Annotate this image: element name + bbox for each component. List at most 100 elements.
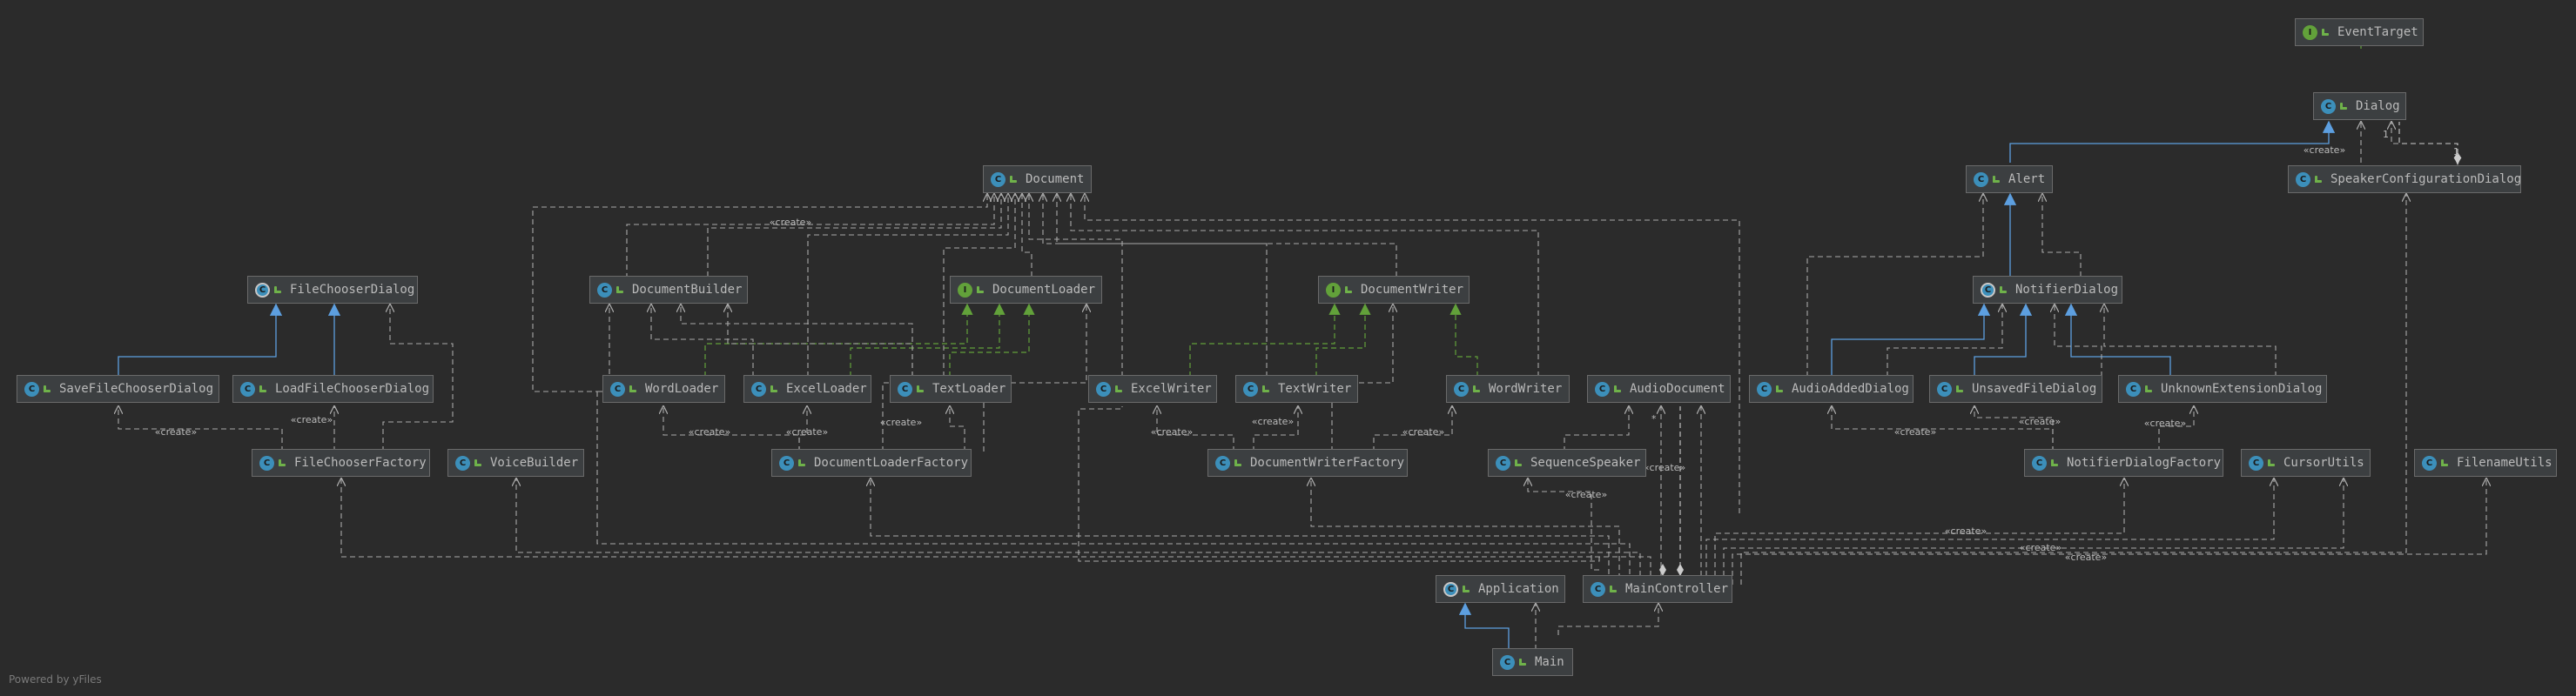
class-name: VoiceBuilder bbox=[490, 456, 579, 470]
class-node-speakerconfigurationdialog[interactable]: C SpeakerConfigurationDialog bbox=[2288, 165, 2521, 193]
create-label: «create» bbox=[2020, 542, 2061, 553]
class-icon: C bbox=[991, 171, 1006, 187]
create-label: «create» bbox=[155, 426, 197, 438]
multiplicity-label: 1 bbox=[2453, 146, 2459, 157]
public-visibility-icon bbox=[1614, 385, 1621, 392]
implements-edges bbox=[704, 23, 2367, 377]
class-icon: C bbox=[779, 455, 794, 471]
create-label: «create» bbox=[2304, 144, 2345, 156]
public-visibility-icon bbox=[1463, 586, 1470, 592]
class-icon: C bbox=[2321, 98, 2336, 114]
multiplicity-label: * bbox=[1651, 413, 1657, 425]
public-visibility-icon bbox=[1473, 385, 1480, 392]
public-visibility-icon bbox=[616, 286, 623, 293]
create-label: «create» bbox=[1565, 489, 1607, 500]
class-name: TextLoader bbox=[932, 382, 1006, 396]
class-name: ExcelWriter bbox=[1131, 382, 1212, 396]
public-visibility-icon bbox=[798, 459, 805, 466]
class-name: DocumentWriterFactory bbox=[1250, 456, 1405, 470]
class-icon: C bbox=[1937, 381, 1952, 397]
interface-icon: I bbox=[2303, 24, 2317, 40]
abstract-class-icon: C bbox=[255, 282, 270, 298]
public-visibility-icon bbox=[1993, 176, 2000, 183]
class-name: WordLoader bbox=[645, 382, 719, 396]
public-visibility-icon bbox=[629, 385, 636, 392]
class-name: AudioAddedDialog bbox=[1792, 382, 1909, 396]
class-name: SpeakerConfigurationDialog bbox=[2331, 172, 2522, 186]
public-visibility-icon bbox=[1776, 385, 1783, 392]
class-name: Alert bbox=[2008, 172, 2046, 186]
public-visibility-icon bbox=[2000, 286, 2007, 293]
create-label: «create» bbox=[1252, 416, 1294, 427]
public-visibility-icon bbox=[2441, 459, 2448, 466]
public-visibility-icon bbox=[279, 459, 286, 466]
create-label: «create» bbox=[291, 414, 333, 425]
class-name: SequenceSpeaker bbox=[1530, 456, 1641, 470]
class-icon: C bbox=[1591, 581, 1605, 597]
class-name: FileChooserFactory bbox=[294, 456, 427, 470]
public-visibility-icon bbox=[1115, 385, 1122, 392]
public-visibility-icon bbox=[2145, 385, 2152, 392]
create-label: «create» bbox=[786, 426, 828, 438]
public-visibility-icon bbox=[274, 286, 281, 293]
class-icon: C bbox=[1595, 381, 1610, 397]
public-visibility-icon bbox=[1010, 176, 1017, 183]
class-node-eventtarget[interactable]: I EventTarget bbox=[2295, 18, 2424, 46]
class-name: Main bbox=[1535, 655, 1564, 669]
class-node-filechooserdialog[interactable]: C FileChooserDialog bbox=[247, 276, 418, 304]
abstract-class-icon: C bbox=[1443, 581, 1458, 597]
class-name: DocumentLoader bbox=[992, 283, 1096, 297]
public-visibility-icon bbox=[44, 385, 50, 392]
create-label: «create» bbox=[2144, 418, 2186, 429]
public-visibility-icon bbox=[2340, 103, 2347, 110]
class-icon: C bbox=[2296, 171, 2310, 187]
class-name: FileChooserDialog bbox=[290, 283, 415, 297]
class-name: UnsavedFileDialog bbox=[1972, 382, 2097, 396]
class-icon: C bbox=[2032, 455, 2047, 471]
class-node-unsavedfiledialog[interactable]: C UnsavedFileDialog bbox=[1929, 375, 2102, 403]
class-name: TextWriter bbox=[1278, 382, 1352, 396]
class-name: EventTarget bbox=[2337, 25, 2418, 39]
public-visibility-icon bbox=[770, 385, 777, 392]
class-name: LoadFileChooserDialog bbox=[275, 382, 430, 396]
public-visibility-icon bbox=[1262, 385, 1269, 392]
edge-labels: «create» «create» «create» «create» «cre… bbox=[155, 129, 2459, 563]
abstract-class-icon: C bbox=[1981, 282, 1995, 298]
create-label: «create» bbox=[2065, 552, 2107, 563]
create-label: «create» bbox=[2019, 416, 2061, 427]
class-name: FilenameUtils bbox=[2457, 456, 2552, 470]
public-visibility-icon bbox=[1345, 286, 1352, 293]
create-label: «create» bbox=[1945, 525, 1987, 537]
public-visibility-icon bbox=[1956, 385, 1963, 392]
class-name: UnknownExtensionDialog bbox=[2161, 382, 2323, 396]
